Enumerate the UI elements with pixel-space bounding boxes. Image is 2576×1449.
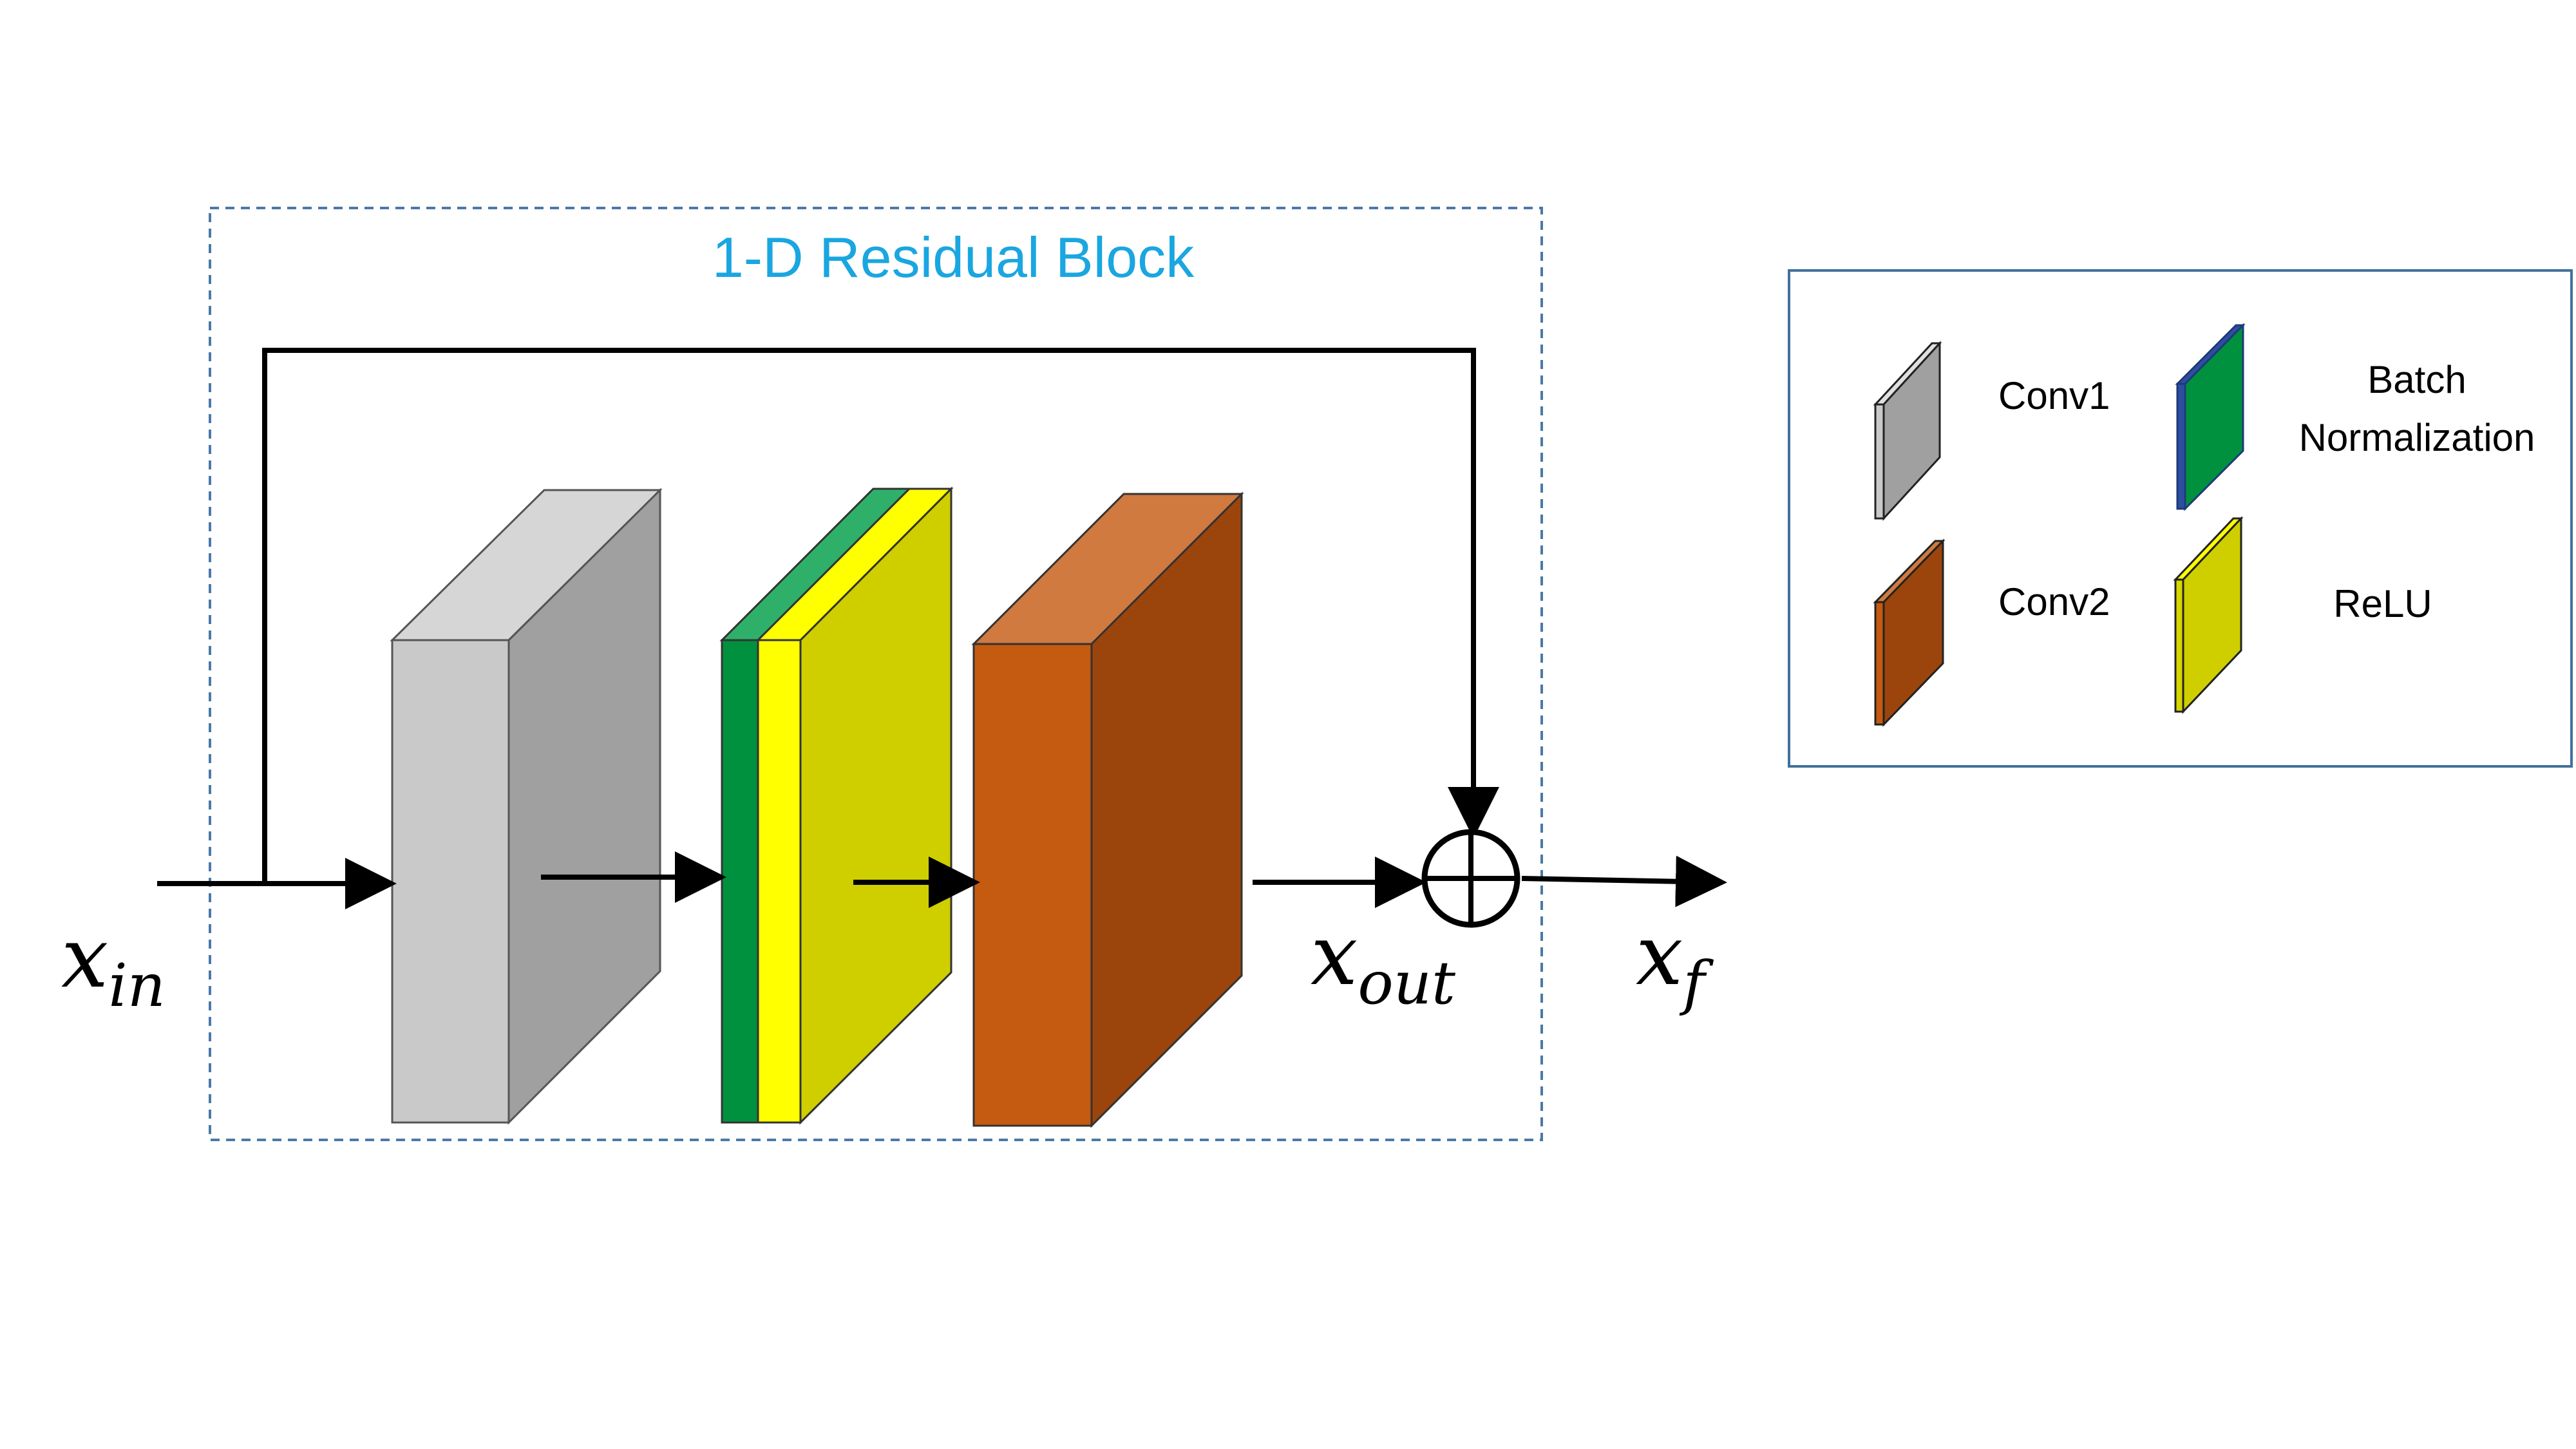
final-label: xf [1636,906,1714,1018]
skip-connection-line [262,348,1499,884]
legend-bn-swatch [2175,323,2246,511]
output-label: xout [1311,906,1456,1018]
conv1-front-face [391,639,510,1124]
legend-conv1-swatch [1873,341,1942,521]
legend-bn-label-line2: Normalization [2299,416,2535,459]
conv2-block [971,491,1244,1128]
legend-relu-swatch [2173,516,2244,714]
legend-relu-label: ReLU [2333,582,2432,625]
output-arrow [1521,855,1727,907]
residual-block-frame [209,207,1543,1141]
sum-node [1421,829,1520,928]
conv1-block [390,488,663,1125]
block-title: 1-D Residual Block [712,225,1195,289]
legend: Conv1 Batch Normalization Conv2 ReLU [1788,269,2573,768]
legend-conv2-label: Conv2 [1998,580,2110,623]
bn-front-face [721,639,759,1124]
bn-relu-block [719,486,954,1125]
relu-front-face [757,639,802,1124]
input-label: xin [61,909,166,1020]
legend-conv1-label: Conv1 [1998,374,2110,417]
conv2-front-face [972,643,1093,1127]
legend-conv2-swatch [1873,538,1946,727]
legend-bn-label-line1: Batch [2367,358,2466,401]
